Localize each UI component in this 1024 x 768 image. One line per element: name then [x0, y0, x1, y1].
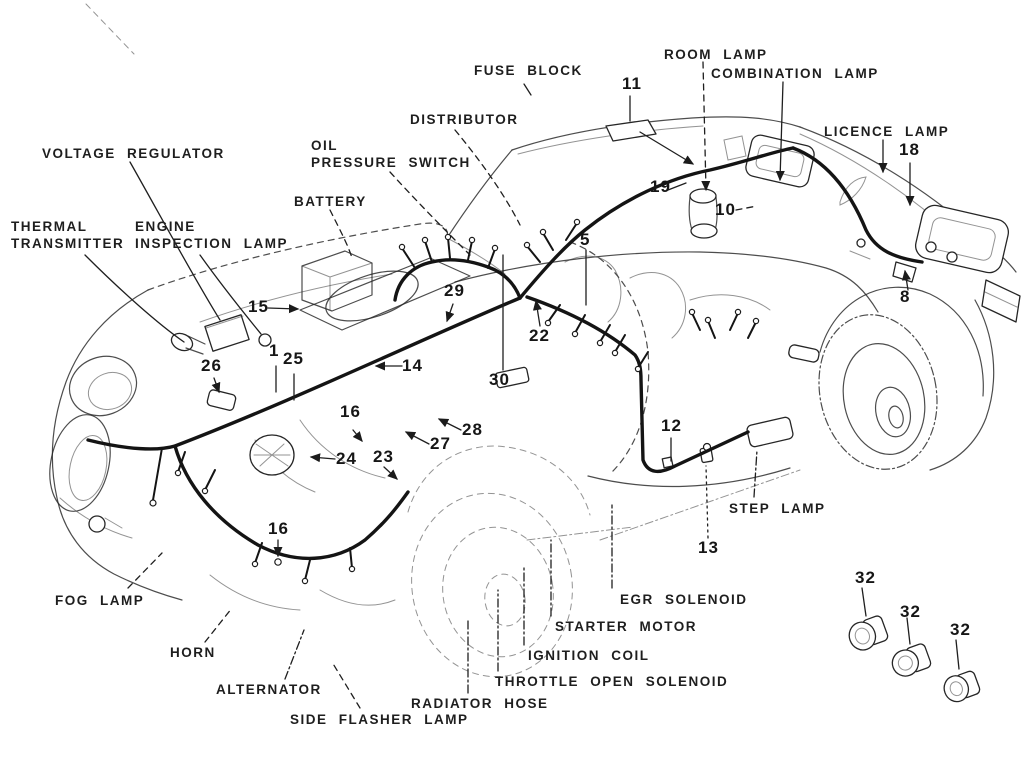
leader-lines — [84, 61, 960, 709]
label-side-flasher-lamp: SIDE FLASHER LAMP — [290, 712, 469, 727]
callout-12: 12 — [661, 416, 682, 435]
callout-27: 27 — [430, 434, 451, 453]
callout-26: 26 — [201, 356, 222, 375]
callout-5: 5 — [580, 230, 591, 249]
callout-1: 1 — [269, 341, 280, 360]
label-combination-lamp: COMBINATION LAMP — [711, 66, 879, 81]
label-alternator: ALTERNATOR — [216, 682, 322, 697]
label-battery: BATTERY — [294, 194, 367, 209]
label-room-lamp: ROOM LAMP — [664, 47, 768, 62]
callout-32-grommet-1: 32 — [855, 568, 876, 587]
callout-13: 13 — [698, 538, 719, 557]
engine-parts-sketch — [88, 250, 471, 611]
fuse-block-part — [605, 119, 657, 142]
label-licence-lamp: LICENCE LAMP — [824, 124, 950, 139]
label-voltage-regulator: VOLTAGE REGULATOR — [42, 146, 225, 161]
connector-tips — [149, 218, 760, 585]
label-horn: HORN — [170, 645, 216, 660]
callout-25: 25 — [283, 349, 304, 368]
grommets — [848, 615, 981, 703]
harness-lines — [86, 146, 924, 585]
rear-wheel — [818, 286, 984, 470]
label-throttle-open-solenoid: THROTTLE OPEN SOLENOID — [495, 674, 729, 689]
label-step-lamp: STEP LAMP — [729, 501, 826, 516]
label-egr-solenoid: EGR SOLENOID — [620, 592, 748, 607]
label-ignition-coil: IGNITION COIL — [528, 648, 650, 663]
rear-combination-lamp-part — [849, 204, 1010, 283]
callout-30: 30 — [489, 370, 510, 389]
label-distributor: DISTRIBUTOR — [410, 112, 519, 127]
label-fuse-block: FUSE BLOCK — [474, 63, 583, 78]
callout-18: 18 — [899, 140, 920, 159]
callout-32-grommet-2: 32 — [900, 602, 921, 621]
callout-15: 15 — [248, 297, 269, 316]
callout-14: 14 — [402, 356, 423, 375]
callout-24: 24 — [336, 449, 357, 468]
part-10-cylinder — [688, 188, 718, 239]
callout-28: 28 — [462, 420, 483, 439]
callout-8: 8 — [900, 287, 911, 306]
callout-16-engine: 16 — [340, 402, 361, 421]
label-radiator-hose: RADIATOR HOSE — [411, 696, 549, 711]
room-lamp-part — [723, 134, 815, 188]
front-wheel — [407, 445, 591, 678]
label-fog-lamp: FOG LAMP — [55, 593, 145, 608]
callout-11: 11 — [622, 74, 642, 93]
callout-19: 19 — [650, 177, 671, 196]
label-thermal-transmitter: THERMAL TRANSMITTER — [11, 219, 125, 251]
callout-29: 29 — [444, 281, 465, 300]
callout-23: 23 — [373, 447, 394, 466]
callout-32-grommet-3: 32 — [950, 620, 971, 639]
callout-10: 10 — [715, 200, 736, 219]
callout-16-front: 16 — [268, 519, 289, 538]
label-oil-pressure-switch: OIL PRESSURE SWITCH — [311, 138, 471, 170]
label-engine-inspection-lamp: ENGINE INSPECTION LAMP — [135, 219, 289, 251]
callout-22: 22 — [529, 326, 550, 345]
label-starter-motor: STARTER MOTOR — [555, 619, 697, 634]
